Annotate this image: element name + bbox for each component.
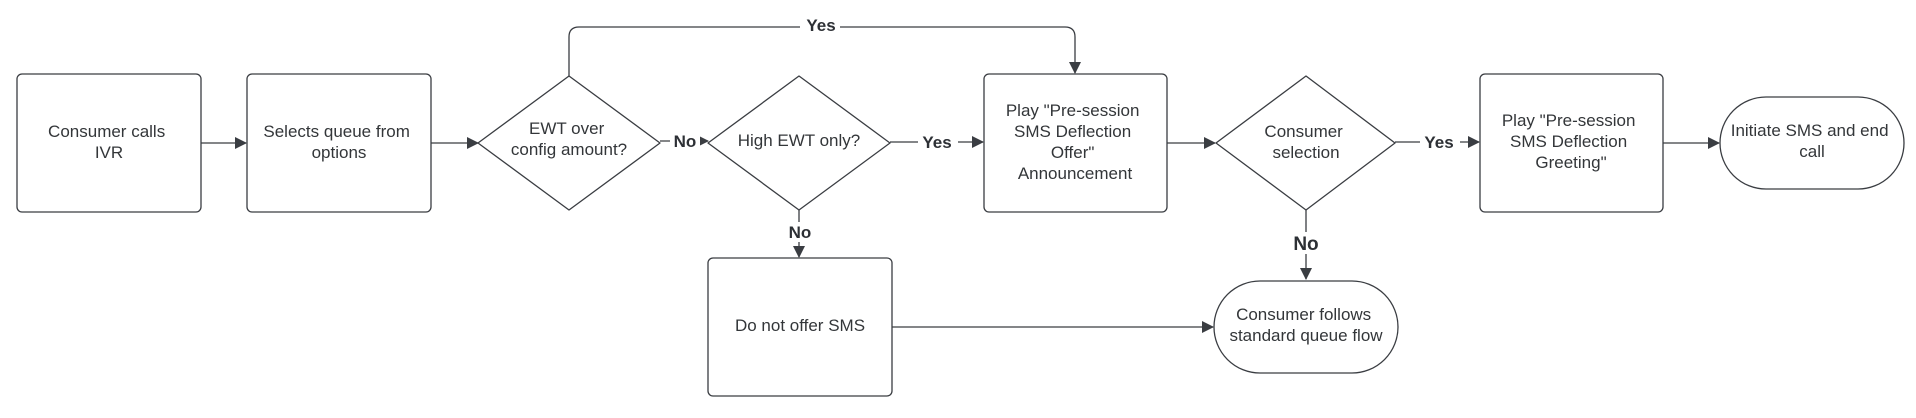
edge-labels: Yes No Yes No Yes No xyxy=(670,14,1460,255)
decision-high-ewt-only-label: High EWT only? xyxy=(738,131,861,150)
terminal-initiate-sms: Initiate SMS and end call xyxy=(1719,96,1905,190)
node-play-offer-announcement: Play "Pre-session SMS Deflection Offer" … xyxy=(983,73,1168,213)
decision-ewt-over-config-label: EWT over config amount? xyxy=(511,119,627,159)
edge-label-d1-yes: Yes xyxy=(806,16,835,35)
decision-consumer-selection-label: Consumer selection xyxy=(1264,122,1347,162)
node-consumer-calls: Consumer calls IVR xyxy=(16,73,202,213)
decision-consumer-selection: Consumer selection xyxy=(1215,75,1396,211)
node-selects-queue: Selects queue from options xyxy=(246,73,432,213)
node-play-greeting-label: Play "Pre-session SMS Deflection Greetin… xyxy=(1502,111,1640,172)
terminal-initiate-sms-label: Initiate SMS and end call xyxy=(1731,121,1894,161)
node-play-offer-announcement-label: Play "Pre-session SMS Deflection Offer" … xyxy=(1006,101,1144,183)
node-play-greeting: Play "Pre-session SMS Deflection Greetin… xyxy=(1479,73,1664,213)
node-selects-queue-label: Selects queue from options xyxy=(263,122,414,162)
decision-ewt-over-config: EWT over config amount? xyxy=(477,75,661,211)
edge-label-d2-no: No xyxy=(789,223,812,242)
decision-high-ewt-only: High EWT only? xyxy=(707,75,891,211)
edge-label-d3-yes: Yes xyxy=(1424,133,1453,152)
terminal-standard-queue-flow-label: Consumer follows standard queue flow xyxy=(1229,305,1383,345)
node-do-not-offer-sms-label: Do not offer SMS xyxy=(735,316,865,335)
edge-label-d2-yes: Yes xyxy=(922,133,951,152)
terminal-standard-queue-flow: Consumer follows standard queue flow xyxy=(1213,280,1399,374)
node-do-not-offer-sms: Do not offer SMS xyxy=(707,257,893,397)
edge-label-d1-no: No xyxy=(674,132,697,151)
node-consumer-calls-label: Consumer calls IVR xyxy=(48,122,170,162)
edge-label-d3-no: No xyxy=(1293,234,1318,255)
